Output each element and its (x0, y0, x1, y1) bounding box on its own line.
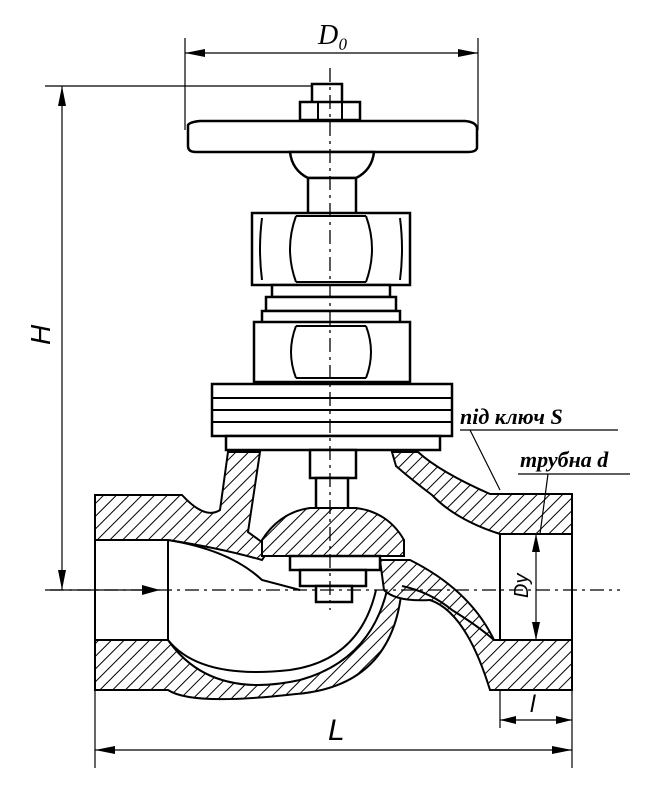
bonnet-flange (210, 382, 454, 452)
d0-label: D₀ (317, 20, 348, 51)
gland-nut (250, 211, 412, 325)
dimension-dy: Dу (511, 534, 540, 640)
valve-disc (261, 448, 405, 604)
flow-arrow (110, 585, 160, 595)
bonnet-nut (252, 320, 412, 384)
callout-wrench: під ключ S (460, 404, 618, 491)
dy-label: Dу (511, 573, 533, 598)
l-big-label: L (328, 714, 345, 747)
wrench-label: під ключ S (460, 404, 563, 429)
dimension-l-big: L (94, 690, 573, 768)
pipe-label: трубна d (520, 447, 609, 472)
callout-pipe: трубна d (518, 447, 630, 535)
dimension-l-small: l (499, 690, 572, 728)
h-label: H (25, 324, 56, 345)
l-small-label: l (530, 691, 536, 718)
dimension-d0: D₀ (184, 20, 479, 130)
dimension-h: H (25, 85, 320, 591)
handwheel (186, 82, 479, 216)
